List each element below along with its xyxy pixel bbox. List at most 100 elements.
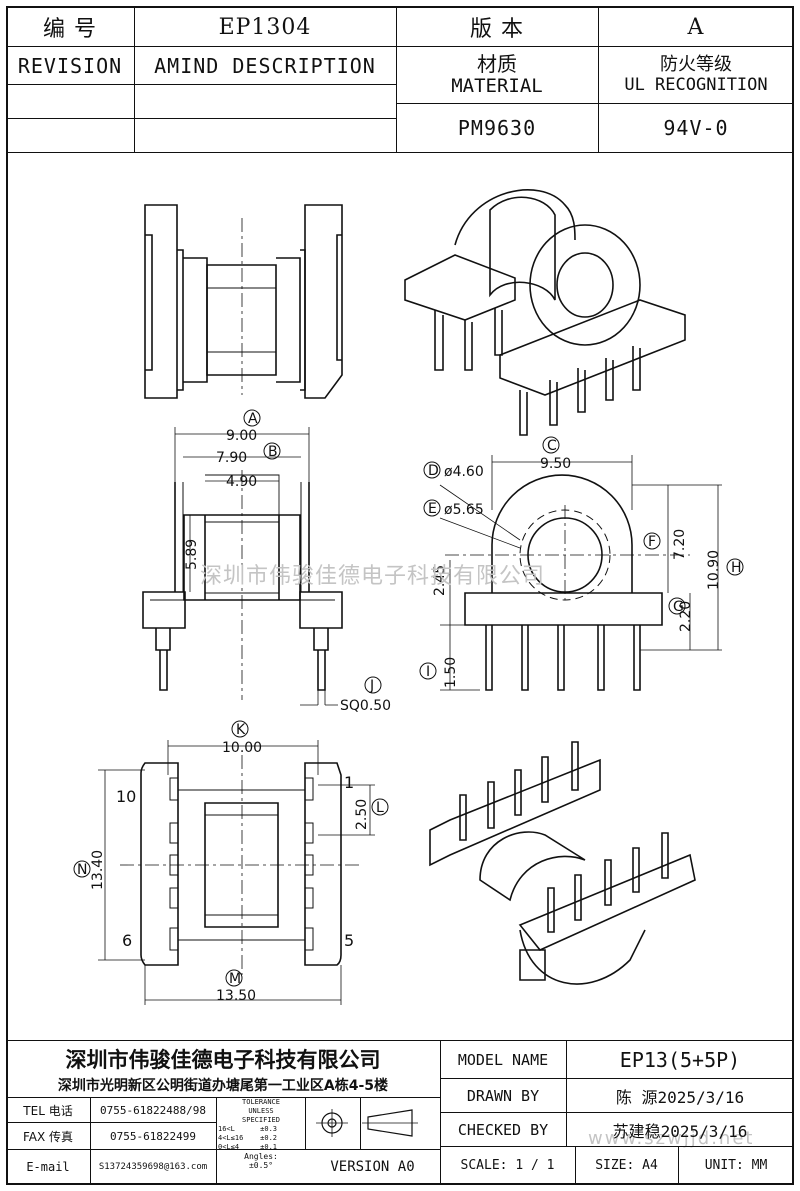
version-value: A (687, 14, 705, 40)
part-no-label: 编 号 (43, 17, 97, 42)
dimension-values: 9.00 7.90 4.90 5.89 9.50 ø4.60 ø5.65 7.2… (90, 428, 722, 1004)
watermark-site: www.szwjjd.net (588, 1128, 755, 1149)
email-label: E-mail (26, 1160, 70, 1174)
title-vline-2 (216, 1097, 217, 1185)
marker-a: A (248, 411, 258, 427)
watermark-company: 深圳市伟骏佳德电子科技有限公司 (200, 564, 546, 589)
material-label-cn: 材质 (477, 51, 517, 76)
material-value: PM9630 (457, 116, 537, 140)
title-vline-1 (90, 1097, 91, 1185)
title-line-b (6, 1097, 440, 1098)
dim-j: SQ0.50 (340, 698, 391, 714)
pin-label-10: 10 (116, 787, 136, 806)
top-view (439, 455, 722, 691)
marker-m: M (229, 971, 241, 987)
dim-a: 9.00 (226, 428, 257, 444)
marker-g: G (673, 599, 684, 615)
title-vline-7 (678, 1146, 679, 1185)
marker-c: C (547, 438, 557, 454)
checked-label: CHECKED BY (457, 1120, 549, 1139)
title-block-top (6, 1040, 794, 1041)
dim-height-589: 5.89 (184, 539, 200, 570)
pin-label-6: 6 (122, 931, 132, 950)
ul-label-cn: 防火等级 (660, 53, 732, 75)
marker-e: E (428, 501, 437, 517)
title-vline-5 (566, 1040, 567, 1146)
ul-label-en: UL RECOGNITION (624, 74, 768, 95)
isometric-view-top (404, 189, 686, 436)
header-vline-2 (396, 6, 397, 152)
tolerance-line-5: ±0.5° (248, 1161, 274, 1170)
title-line-c (440, 1112, 794, 1113)
model-value: EP13(5+5P) (619, 1047, 741, 1072)
marker-i: I (426, 664, 430, 680)
dim-height-245: 2.45 (432, 565, 448, 596)
marker-k: K (236, 722, 246, 738)
marker-f: F (648, 534, 656, 550)
tel-value: 0755-61822488/98 (100, 1103, 206, 1117)
tolerance-sub1: UNLESS (248, 1107, 274, 1115)
dim-n: 13.40 (90, 850, 106, 890)
marker-h: H (731, 560, 742, 576)
tolerance-line-2: 4<L≤16 ±0.2 (218, 1134, 278, 1142)
tolerance-sub2: SPECIFIED (242, 1116, 280, 1124)
model-label: MODEL NAME (457, 1050, 549, 1069)
header-vline-3 (598, 6, 599, 152)
title-line-f (6, 1149, 440, 1150)
version-label: 版 本 (470, 17, 524, 42)
email-value: S13724359698@163.com (98, 1162, 208, 1172)
dim-k: 10.00 (222, 740, 262, 756)
title-line-a (440, 1078, 794, 1079)
version-block: VERSION A0 (330, 1159, 415, 1175)
title-line-e (440, 1146, 794, 1147)
fax-value: 0755-61822499 (109, 1129, 197, 1143)
dim-e: ø5.65 (444, 502, 484, 518)
marker-l: L (376, 800, 384, 816)
revision-label: REVISION (17, 53, 123, 78)
dim-g: 2.20 (678, 601, 694, 632)
dim-b: 7.90 (216, 450, 247, 466)
unit: UNIT: MM (704, 1158, 768, 1173)
dim-c: 9.50 (540, 456, 571, 472)
tolerance-title: TOLERANCE (242, 1098, 280, 1106)
marker-letters: A B C D E F G H I J K L M N (77, 411, 742, 987)
description-label: AMIND DESCRIPTION (154, 53, 376, 78)
dim-m: 13.50 (216, 988, 256, 1004)
drawing-frame (6, 6, 794, 1185)
header-line-1 (6, 46, 794, 47)
header-line-3 (396, 103, 794, 104)
ul-label: 防火等级 UL RECOGNITION (598, 47, 794, 103)
isometric-view-bottom (429, 741, 696, 985)
dimension-markers (73, 409, 744, 987)
drawn-value: 陈 源2025/3/16 (615, 1087, 745, 1107)
title-vline-6 (575, 1146, 576, 1185)
front-view (142, 427, 343, 706)
dim-f: 7.20 (672, 529, 688, 560)
ul-value: 94V-0 (663, 116, 729, 140)
header-line-4 (6, 118, 396, 119)
material-label-en: MATERIAL (451, 74, 543, 97)
company-name: 深圳市伟骏佳德电子科技有限公司 (65, 1048, 381, 1072)
marker-d: D (428, 463, 439, 479)
fax-label: FAX 传真 (22, 1129, 74, 1144)
tel-label: TEL 电话 (23, 1103, 73, 1118)
dim-l: 2.50 (354, 799, 370, 830)
tolerance-box: TOLERANCE UNLESS SPECIFIED 16<L ±0.3 4<L… (218, 1098, 304, 1184)
tolerance-line-4: Angles: (244, 1152, 278, 1161)
company-address: 深圳市光明新区公明街道办塘尾第一工业区A栋4-5楼 (57, 1078, 389, 1094)
marker-j: J (369, 678, 374, 694)
dim-inner-width: 4.90 (226, 474, 257, 490)
pin-label-1: 1 (344, 773, 354, 792)
marker-n: N (77, 862, 87, 878)
title-vline-4 (360, 1097, 361, 1149)
title-vline-3 (305, 1097, 306, 1149)
drawn-label: DRAWN BY (466, 1086, 540, 1105)
pin-label-5: 5 (344, 931, 354, 950)
checked-value: 苏建稳2025/3/16 (612, 1121, 748, 1141)
header-vline-1 (134, 6, 135, 152)
title-vline-main (440, 1040, 441, 1185)
part-no: EP1304 (218, 14, 312, 40)
dim-h: 10.90 (706, 550, 722, 590)
header-line-2 (6, 84, 396, 85)
